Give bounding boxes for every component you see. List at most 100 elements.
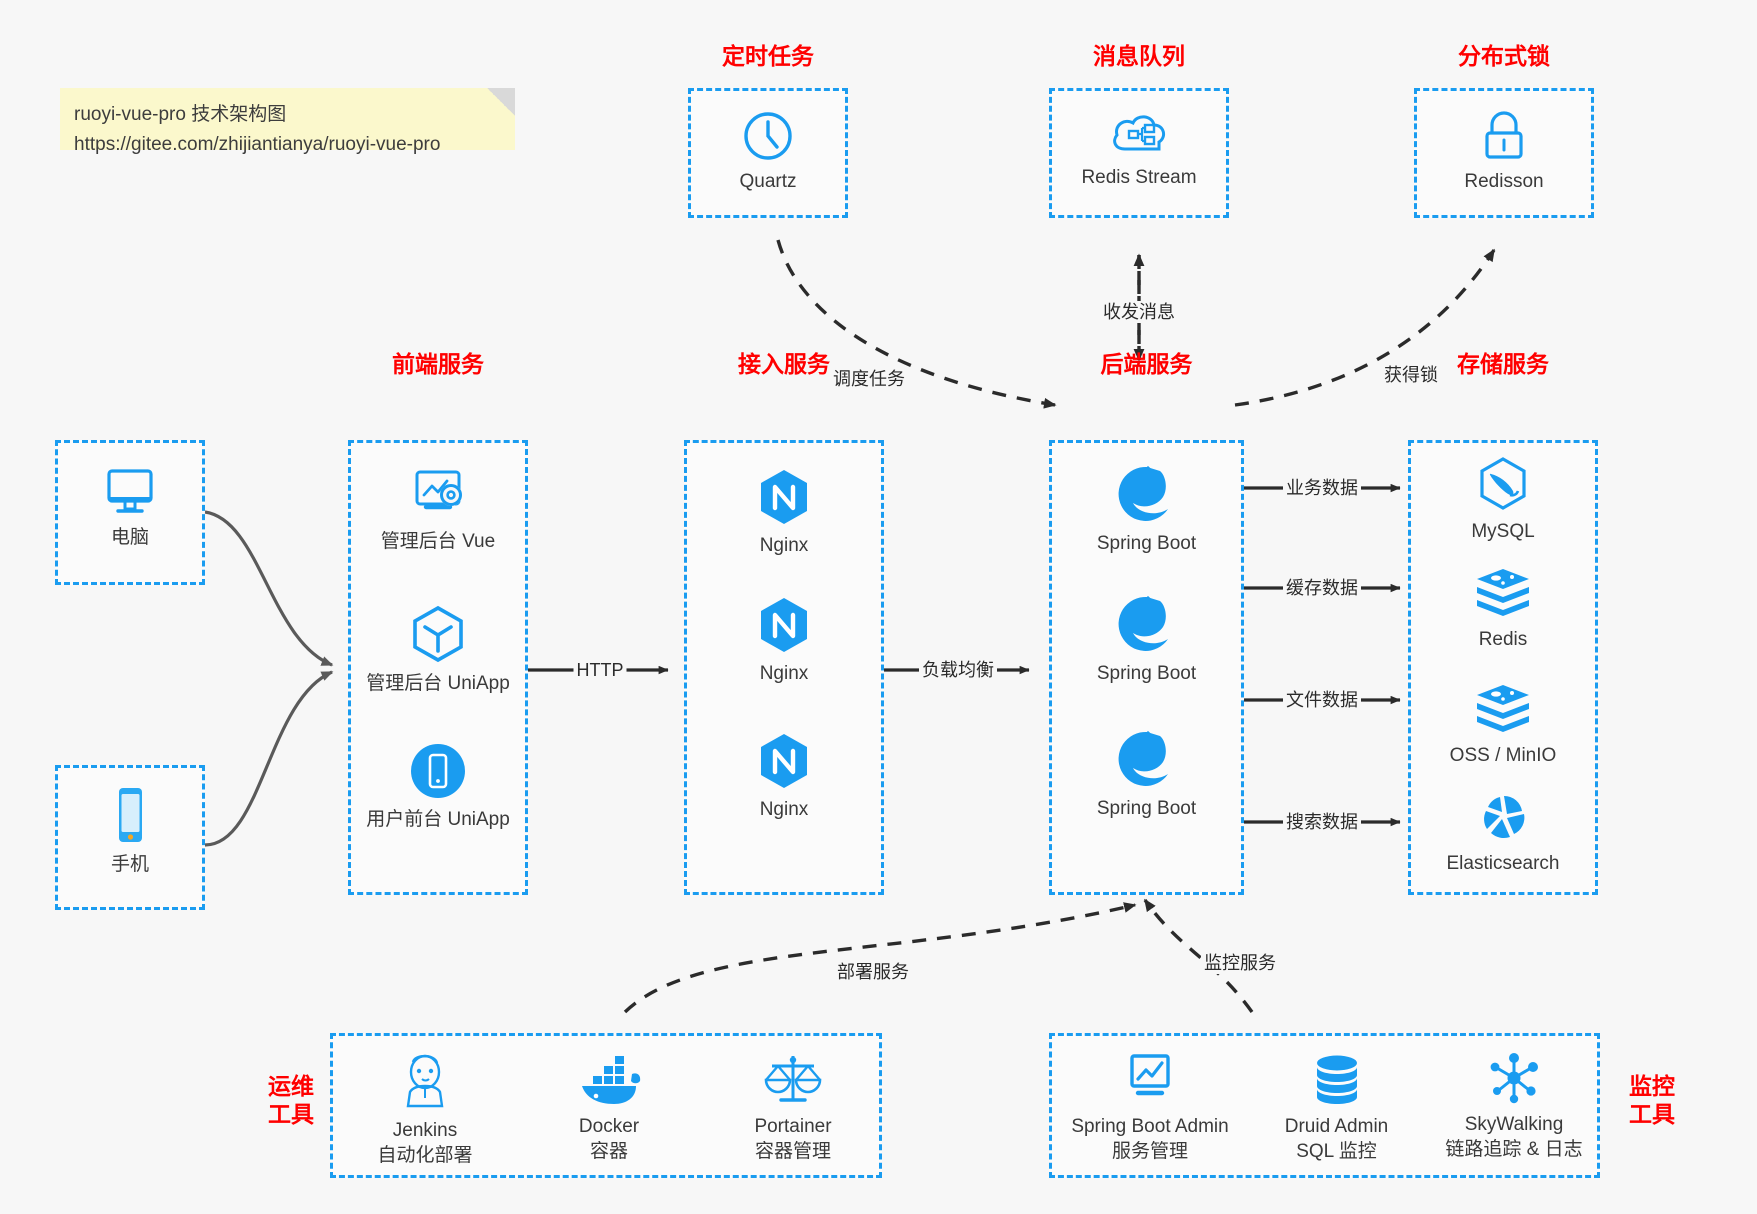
group-title-storage: 存储服务 — [1457, 351, 1549, 377]
node-skywalking[interactable]: SkyWalking 链路追踪 & 日志 — [1425, 1050, 1603, 1162]
node-oss-minio[interactable]: OSS / MinIO — [1411, 681, 1595, 768]
node-portainer[interactable]: Portainer 容器管理 — [701, 1050, 885, 1164]
node-label: Nginx — [759, 799, 809, 820]
nginx-icon — [687, 595, 881, 655]
node-label: Docker — [578, 1116, 640, 1137]
dashboard-gear-icon — [351, 465, 525, 523]
node-label: Elasticsearch — [1446, 853, 1560, 874]
node-desktop[interactable]: 电脑 — [58, 463, 202, 550]
node-spring-boot-admin[interactable]: Spring Boot Admin 服务管理 — [1052, 1050, 1248, 1164]
node-label: SkyWalking — [1464, 1114, 1564, 1135]
node-label: Redis — [1478, 629, 1528, 650]
node-redis[interactable]: Redis — [1411, 565, 1595, 652]
node-quartz[interactable]: Quartz — [691, 109, 845, 194]
node-nginx-2[interactable]: Nginx — [687, 595, 881, 686]
mobile-app-icon — [351, 741, 525, 801]
node-sublabel: 容器 — [589, 1141, 628, 1162]
edge-label-schedule-task: 调度任务 — [830, 368, 908, 390]
node-label: OSS / MinIO — [1449, 745, 1557, 766]
skywalking-icon — [1425, 1050, 1603, 1106]
node-druid-admin[interactable]: Druid Admin SQL 监控 — [1248, 1052, 1425, 1164]
group-box-monitoring[interactable]: Spring Boot Admin 服务管理 Druid Admin SQL 监… — [1049, 1033, 1600, 1178]
node-docker[interactable]: Docker 容器 — [517, 1054, 701, 1164]
elasticsearch-icon — [1411, 791, 1595, 845]
node-label: 管理后台 Vue — [380, 531, 496, 552]
edge-label-deploy-service: 部署服务 — [834, 961, 912, 983]
group-box-frontend[interactable]: 管理后台 Vue 管理后台 UniApp 用户前台 UniApp — [348, 440, 528, 895]
node-label: 手机 — [110, 854, 149, 875]
node-spring-boot-1[interactable]: Spring Boot — [1052, 463, 1241, 556]
node-label: 电脑 — [110, 527, 149, 548]
node-label: Spring Boot — [1096, 663, 1197, 684]
node-user-uniapp[interactable]: 用户前台 UniApp — [351, 741, 525, 832]
database-icon — [1248, 1052, 1425, 1108]
node-sublabel: 自动化部署 — [377, 1145, 473, 1166]
wire-quartz-to-backend — [776, 239, 1057, 409]
node-admin-uniapp[interactable]: 管理后台 UniApp — [351, 603, 525, 696]
node-label: Nginx — [759, 663, 809, 684]
edge-label-file-data: 文件数据 — [1283, 689, 1361, 711]
node-label: Nginx — [759, 535, 809, 556]
group-title-scheduled-task: 定时任务 — [722, 43, 814, 69]
group-title-backend: 后端服务 — [1100, 351, 1193, 377]
group-title-devops-line2: 工具 — [268, 1101, 314, 1127]
group-title-devops-line1: 运维 — [268, 1073, 314, 1099]
node-nginx-3[interactable]: Nginx — [687, 731, 881, 822]
node-elasticsearch[interactable]: Elasticsearch — [1411, 791, 1595, 876]
group-box-client-mobile[interactable]: 手机 — [55, 765, 205, 910]
node-mysql[interactable]: MySQL — [1411, 455, 1595, 544]
group-box-distributed-lock[interactable]: Redisson — [1414, 88, 1594, 218]
edge-label-monitor-service: 监控服务 — [1201, 952, 1279, 974]
edge-label-search-data: 搜索数据 — [1283, 811, 1361, 833]
group-box-backend[interactable]: Spring Boot Spring Boot Spring Boot — [1049, 440, 1244, 895]
oss-minio-icon — [1411, 681, 1595, 737]
edge-label-load-balance: 负载均衡 — [919, 659, 997, 681]
spring-boot-icon — [1052, 463, 1241, 525]
node-spring-boot-2[interactable]: Spring Boot — [1052, 593, 1241, 686]
group-box-gateway[interactable]: Nginx Nginx Nginx — [684, 440, 884, 895]
node-sublabel: SQL 监控 — [1296, 1141, 1377, 1162]
node-label: MySQL — [1471, 521, 1535, 542]
group-box-storage[interactable]: MySQL Redis — [1408, 440, 1598, 895]
clock-icon — [691, 109, 845, 163]
node-mobile[interactable]: 手机 — [58, 784, 202, 877]
node-redisson[interactable]: Redisson — [1417, 109, 1591, 194]
edge-label-acquire-lock: 获得锁 — [1381, 364, 1441, 386]
edge-label-send-receive-message: 收发消息 — [1100, 301, 1178, 323]
note-url: https://gitee.com/zhijiantianya/ruoyi-vu… — [74, 134, 441, 155]
node-admin-vue[interactable]: 管理后台 Vue — [351, 465, 525, 554]
spring-boot-icon — [1052, 728, 1241, 790]
node-label: Redis Stream — [1081, 167, 1197, 188]
edge-label-cache-data: 缓存数据 — [1283, 577, 1361, 599]
node-sublabel: 服务管理 — [1111, 1141, 1188, 1162]
edge-label-http: HTTP — [573, 659, 627, 681]
node-label: Quartz — [739, 171, 797, 192]
redis-icon — [1411, 565, 1595, 621]
node-label: Jenkins — [392, 1120, 458, 1141]
wire-mobile-to-frontend — [204, 670, 334, 847]
note-title: ruoyi-vue-pro 技术架构图 — [74, 104, 287, 125]
group-box-devops[interactable]: Jenkins 自动化部署 Docker 容器 — [330, 1033, 882, 1178]
node-label: Druid Admin — [1284, 1116, 1389, 1137]
scales-icon — [701, 1050, 885, 1108]
group-title-frontend: 前端服务 — [392, 351, 484, 377]
node-sublabel: 链路追踪 & 日志 — [1445, 1139, 1583, 1160]
lock-icon — [1417, 109, 1591, 163]
node-jenkins[interactable]: Jenkins 自动化部署 — [333, 1050, 517, 1168]
node-spring-boot-3[interactable]: Spring Boot — [1052, 728, 1241, 821]
group-box-scheduled-task[interactable]: Quartz — [688, 88, 848, 218]
group-box-client-desktop[interactable]: 电脑 — [55, 440, 205, 585]
nginx-icon — [687, 731, 881, 791]
group-title-gateway: 接入服务 — [738, 351, 830, 377]
node-nginx-1[interactable]: Nginx — [687, 467, 881, 558]
node-label: Spring Boot — [1096, 798, 1197, 819]
group-title-monitoring-line1: 监控 — [1629, 1073, 1675, 1099]
node-label: Redisson — [1464, 171, 1544, 192]
mysql-icon — [1411, 455, 1595, 513]
node-sublabel: 容器管理 — [754, 1141, 831, 1162]
node-label: 用户前台 UniApp — [366, 809, 510, 830]
group-box-message-queue[interactable]: Redis Stream — [1049, 88, 1229, 218]
wire-desktop-to-frontend — [204, 510, 334, 667]
node-redis-stream[interactable]: Redis Stream — [1052, 107, 1226, 190]
note-fold-corner — [487, 88, 515, 116]
